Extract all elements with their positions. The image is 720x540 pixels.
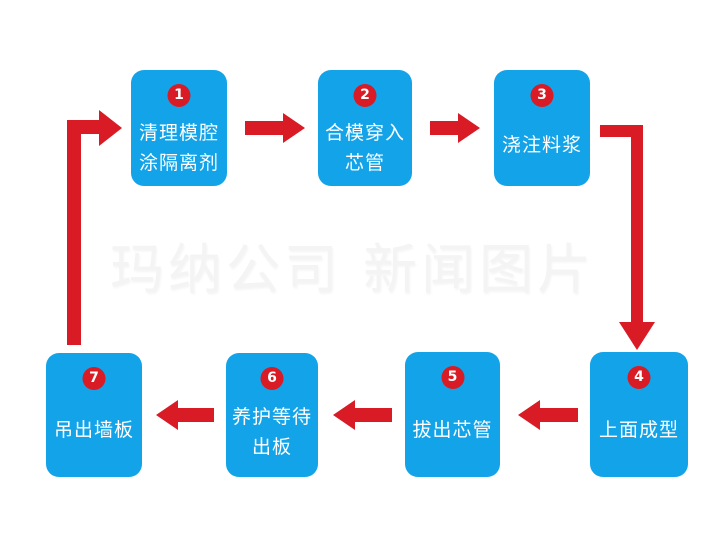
- step-label: 养护等待 出板: [231, 406, 312, 458]
- step-label: 合模穿入 芯管: [324, 122, 405, 174]
- step-number-badge: 6: [260, 367, 284, 390]
- connector-2-to-3: [430, 113, 480, 143]
- connector-3-to-4: [600, 125, 655, 350]
- step-number-badge: 7: [82, 367, 106, 390]
- watermark-text: 玛纳公司 新闻图片: [110, 238, 596, 301]
- process-step-2[interactable]: 2 合模穿入 芯管: [318, 70, 412, 186]
- step-number-badge: 2: [353, 84, 377, 107]
- connector-6-to-7: [156, 400, 214, 430]
- process-step-4[interactable]: 4 上面成型: [590, 352, 688, 477]
- step-label: 吊出墙板: [53, 419, 134, 441]
- process-step-6[interactable]: 6 养护等待 出板: [226, 353, 318, 477]
- step-label: 拔出芯管: [412, 418, 493, 441]
- step-label: 上面成型: [598, 418, 679, 441]
- connector-1-to-2: [245, 113, 305, 143]
- connector-7-to-1: [67, 110, 122, 345]
- step-label: 浇注料浆: [501, 134, 582, 156]
- process-step-3[interactable]: 3 浇注料浆: [494, 70, 590, 186]
- step-number-badge: 5: [441, 366, 464, 389]
- step-label: 清理模腔 涂隔离剂: [138, 122, 219, 174]
- step-number-badge: 1: [167, 84, 191, 107]
- step-number-badge: 3: [530, 84, 554, 107]
- step-number-badge: 4: [627, 366, 651, 389]
- process-step-5[interactable]: 5 拔出芯管: [405, 352, 500, 477]
- process-step-1[interactable]: 1 清理模腔 涂隔离剂: [131, 70, 227, 186]
- connector-4-to-5: [518, 400, 578, 430]
- process-step-7[interactable]: 7 吊出墙板: [46, 353, 142, 477]
- connector-5-to-6: [333, 400, 392, 430]
